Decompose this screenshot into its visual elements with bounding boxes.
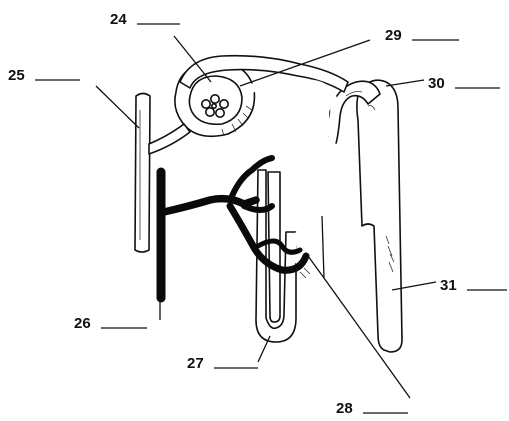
straight-vessel-25 — [135, 94, 150, 253]
label-30-number: 30 — [428, 75, 445, 92]
label-28-number: 28 — [336, 400, 353, 417]
label-27: 27 — [187, 355, 258, 372]
label-24: 24 — [110, 11, 180, 28]
label-31: 31 — [440, 277, 507, 294]
label-27-number: 27 — [187, 355, 204, 372]
label-25-number: 25 — [8, 67, 25, 84]
label-26-number: 26 — [74, 315, 91, 332]
label-29-number: 29 — [385, 27, 402, 44]
label-25: 25 — [8, 67, 80, 84]
label-26: 26 — [74, 315, 147, 332]
label-29: 29 — [385, 27, 459, 44]
label-24-number: 24 — [110, 11, 127, 28]
efferent-vessel — [149, 124, 190, 154]
label-31-number: 31 — [440, 277, 457, 294]
label-28: 28 — [336, 400, 408, 417]
collecting-duct-31 — [357, 80, 402, 352]
leader-30 — [386, 80, 424, 86]
leader-25 — [96, 86, 139, 128]
leader-28b — [308, 256, 324, 278]
label-30: 30 — [428, 75, 500, 92]
